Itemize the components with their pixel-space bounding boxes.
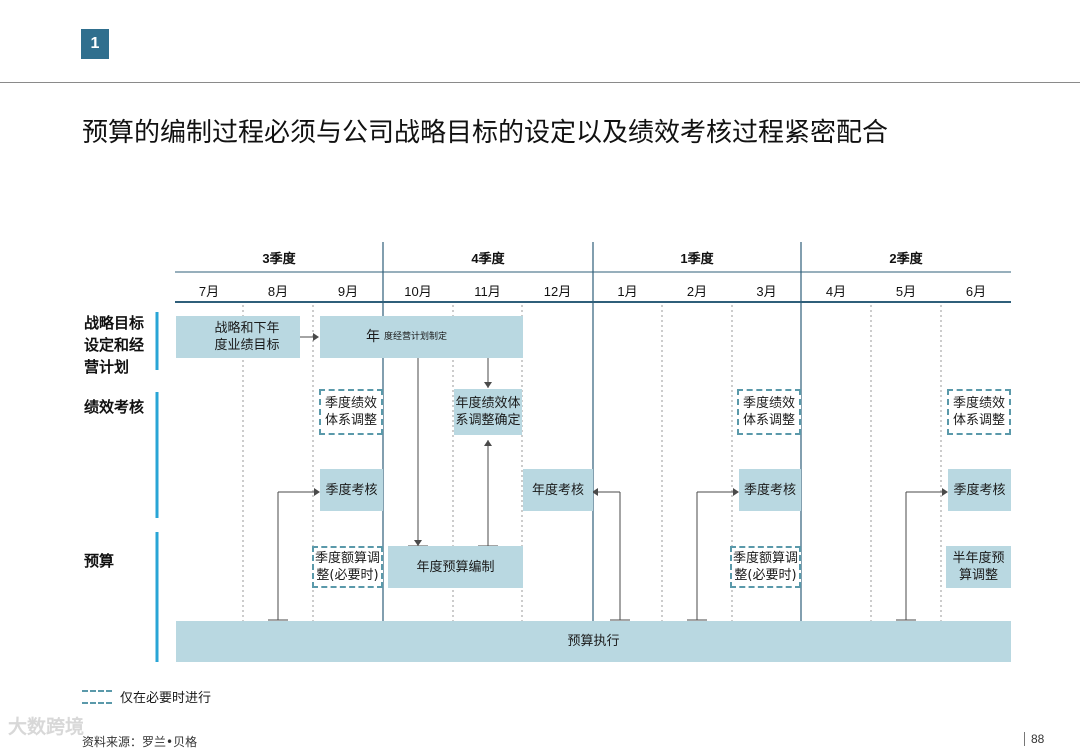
annual-plan-text-small: 度经营计划制定 — [384, 331, 448, 342]
month-label: 4月 — [825, 284, 847, 299]
page-number: 88 — [1024, 732, 1044, 746]
month-label: 3月 — [756, 284, 777, 299]
perf-adjust-q3-box: 季度绩效 体系调整 — [319, 389, 383, 435]
legend: 仅在必要时进行 — [82, 687, 211, 706]
month-label: 11月 — [474, 284, 501, 299]
watermark-logo: 大数跨境 — [8, 716, 85, 738]
quarter-q2: 2季度 — [889, 251, 923, 266]
month-label: 2月 — [686, 284, 708, 299]
quarter-boundaries — [382, 242, 802, 662]
budget-adjust-q1-box: 季度额算调 整(必要时) — [730, 546, 801, 588]
month-label: 12月 — [543, 284, 572, 299]
annual-budget-box: 年度预算编制 — [388, 546, 523, 588]
half-year-budget-box: 半年度预 算调整 — [946, 546, 1011, 588]
row-label-budget: 预算 — [84, 552, 115, 570]
section-number-badge: 1 — [81, 29, 109, 59]
month-label: 7月 — [198, 284, 220, 299]
legend-text: 仅在必要时进行 — [120, 691, 212, 706]
review-annual-box: 年度考核 — [523, 469, 593, 511]
perf-adjust-q1-box: 季度绩效 体系调整 — [737, 389, 801, 435]
month-label: 8月 — [267, 284, 289, 299]
annual-plan-text-large: 年 — [366, 328, 380, 345]
month-label: 10月 — [404, 284, 432, 299]
review-q1-box: 季度考核 — [739, 469, 801, 511]
month-label: 1月 — [617, 284, 638, 299]
review-q2-box: 季度考核 — [948, 469, 1011, 511]
perf-confirm-box: 年度绩效体 系调整确定 — [454, 389, 522, 435]
source-note: 资料来源：罗兰•贝格 — [82, 735, 198, 749]
next-year-target-text: 下年 目标 — [253, 321, 280, 353]
strategy-review-box: 战略和 度业绩 下年 目标 — [176, 316, 300, 358]
budget-execution-bar: 预算执行 — [176, 621, 1011, 662]
month-label: 6月 — [965, 284, 987, 299]
month-label: 5月 — [895, 284, 917, 299]
page-title: 预算的编制过程必须与公司战略目标的设定以及绩效考核过程紧密配合 — [82, 118, 889, 148]
month-label: 9月 — [337, 284, 359, 299]
quarter-q3: 3季度 — [262, 251, 296, 266]
annual-plan-box: 年 度经营计划制定 — [320, 316, 523, 358]
quarter-q4: 4季度 — [471, 251, 505, 266]
dashed-legend-swatch — [82, 689, 112, 704]
strategy-review-text: 战略和 度业绩 — [214, 321, 254, 353]
row-label-strategy: 战略目标 设定和经 营计划 — [84, 314, 145, 376]
review-q3-box: 季度考核 — [320, 469, 383, 511]
budget-adjust-q3-box: 季度额算调 整(必要时) — [312, 546, 383, 588]
arrow-heads — [313, 333, 948, 546]
header-divider — [0, 82, 1080, 83]
perf-adjust-q2-box: 季度绩效 体系调整 — [947, 389, 1011, 435]
quarter-q1: 1季度 — [680, 251, 714, 266]
row-label-performance: 绩效考核 — [84, 398, 145, 416]
